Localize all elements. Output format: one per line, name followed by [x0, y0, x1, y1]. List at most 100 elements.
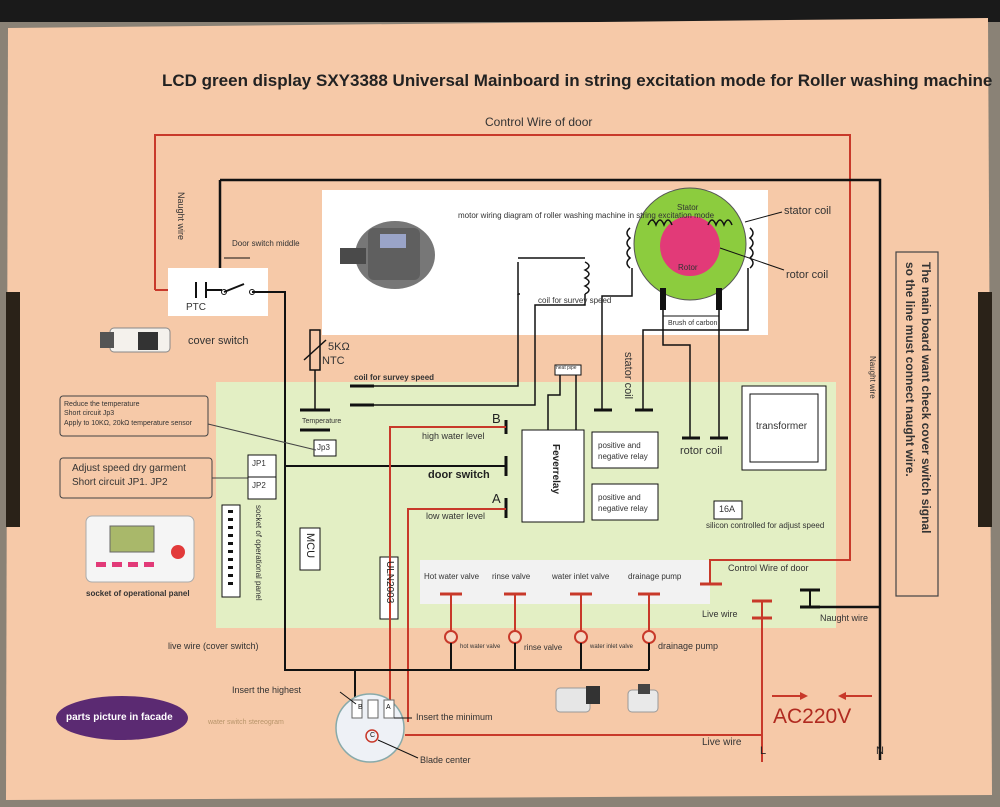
- fuse-label: 16A: [719, 504, 736, 514]
- check-note-1: The main board want check cover switch s…: [919, 262, 933, 534]
- socket-pins: [228, 510, 233, 585]
- coil-survey-top-label: coil for survey speed: [538, 296, 612, 305]
- rotor-wire-1: [662, 310, 691, 438]
- ntc-value-label: 5KΩ: [328, 341, 350, 353]
- cover-switch-live-wire: [252, 291, 356, 700]
- motor-title-label: motor wiring diagram of roller washing m…: [458, 211, 715, 220]
- parts-picture-label: parts picture in facade: [66, 712, 173, 723]
- a-letter: A: [492, 491, 501, 506]
- survey-speed-coil: [583, 261, 590, 295]
- mcu-label: MCU: [304, 533, 316, 559]
- blade-center-pointer: [377, 739, 419, 759]
- live-wire-cover-label: live wire (cover switch): [168, 641, 259, 651]
- heat-pipe-label: heat pipe: [556, 365, 577, 371]
- stator-coil-right: [748, 227, 754, 269]
- motor-image: [340, 221, 435, 289]
- ac220v-label: AC220V: [773, 705, 852, 728]
- high-water-label: high water level: [422, 431, 485, 441]
- rinse-valve-load: [508, 630, 522, 644]
- drainage-pump-label: drainage pump: [628, 572, 682, 581]
- relay-1-line-1: positive and: [598, 441, 641, 450]
- hot-valve-load: [444, 630, 458, 644]
- valve-strip: [420, 560, 710, 604]
- feverrelay-label: Feverrelay: [550, 444, 561, 495]
- reduce-temp-note-3: Apply to 10KΩ, 20kΩ temperature sensor: [64, 420, 192, 427]
- cover-switch-image: [100, 327, 171, 353]
- insert-highest-label: Insert the highest: [232, 685, 302, 695]
- uln2003-label: ULN2003: [384, 561, 395, 604]
- naught-wire-board-label: Naught wire: [820, 613, 869, 623]
- parts-badge: [56, 696, 188, 740]
- heat-pipe: [554, 364, 582, 376]
- relay-1-line-2: negative relay: [598, 452, 648, 461]
- l-terminal-label: L: [760, 745, 767, 757]
- live-wire-bottom-label: Live wire: [702, 737, 742, 748]
- reduce-temp-box: [59, 395, 209, 437]
- rotor-coil-pointer: [719, 247, 785, 271]
- n-terminal-label: N: [876, 745, 884, 757]
- door-switch-middle-label: Door switch middle: [232, 239, 300, 248]
- feverrelay: [521, 429, 585, 523]
- box-top-edge: [0, 0, 1000, 22]
- jp2-label: JP2: [252, 481, 266, 490]
- door-switch-label: door switch: [428, 469, 490, 481]
- stator-winding-left: [647, 219, 673, 228]
- transformer-label: transformer: [756, 421, 808, 432]
- socket-vertical-label: socket of operational panel: [254, 505, 263, 601]
- rotor-coil-right-label: rotor coil: [786, 269, 829, 281]
- switch-a-letter: A: [386, 704, 391, 711]
- reduce-temp-note-1: Reduce the temperature: [64, 401, 140, 408]
- inlet-valve-load: [574, 630, 588, 644]
- stator-coil-left: [626, 227, 632, 269]
- drain-pump-load: [642, 630, 656, 644]
- stator-wire-1: [601, 268, 633, 410]
- jp3-label: Jp3: [317, 443, 330, 452]
- ptc-label: PTC: [186, 302, 206, 313]
- survey-wire-1: [352, 294, 519, 387]
- relay-2: [591, 483, 659, 521]
- stator-wire-2: [642, 268, 749, 410]
- ac-arrowhead-left: [838, 692, 846, 700]
- relay-2-line-1: positive and: [598, 493, 641, 502]
- transformer-box: [741, 385, 827, 471]
- naught-wire-right-label: Naught wire: [868, 356, 877, 399]
- operational-panel-image: [85, 515, 195, 583]
- low-level-wire: [407, 508, 506, 722]
- hot-valve-bottom-label: hot water valve: [460, 644, 501, 650]
- stator-coil-right-label: stator coil: [784, 205, 832, 217]
- rinse-valve-bottom-label: rinse valve: [524, 643, 563, 652]
- stator-label: Stator: [677, 203, 699, 212]
- right-handle-slot: [978, 292, 992, 527]
- control-wire-top-label: Control Wire of door: [485, 115, 593, 129]
- inlet-valve-bottom-label: water inlet valve: [590, 644, 634, 650]
- relay-2-line-2: negative relay: [598, 504, 648, 513]
- rotor-disc: [660, 216, 720, 276]
- adjust-speed-note-2: Short circuit JP1. JP2: [72, 477, 168, 488]
- rotor-coil-board-label: rotor coil: [680, 445, 723, 457]
- water-switch-image: [335, 693, 405, 763]
- fuse-16a: [713, 500, 743, 520]
- brush-left: [660, 288, 666, 310]
- transformer-inner: [749, 393, 819, 463]
- ac-arrowhead-right: [800, 692, 808, 700]
- stator-winding-right: [707, 219, 733, 228]
- stator-coil-vertical-label: stator coil: [622, 352, 634, 400]
- socket-panel-label: socket of operational panel: [86, 589, 190, 598]
- drain-pump-bottom-label: drainage pump: [658, 641, 719, 651]
- control-wire-door: [154, 134, 851, 584]
- water-switch-stereogram-label: water switch stereogram: [208, 719, 284, 726]
- coil-survey-board-label: coil for survey speed: [354, 373, 435, 382]
- mcu-chip: [299, 527, 321, 571]
- left-handle-slot: [6, 292, 20, 527]
- ntc-label: NTC: [322, 355, 345, 367]
- live-wire-board-label: Live wire: [702, 609, 738, 619]
- relay-1: [591, 431, 659, 469]
- adjust-speed-note-1: Adjust speed dry garment: [72, 463, 186, 474]
- high-level-wire: [389, 426, 506, 712]
- valves-image: [555, 684, 659, 713]
- door-lock-box: [168, 268, 268, 316]
- naught-wire: [220, 178, 882, 760]
- brush-label: Brush of carbon: [668, 320, 718, 327]
- b-letter: B: [492, 411, 501, 426]
